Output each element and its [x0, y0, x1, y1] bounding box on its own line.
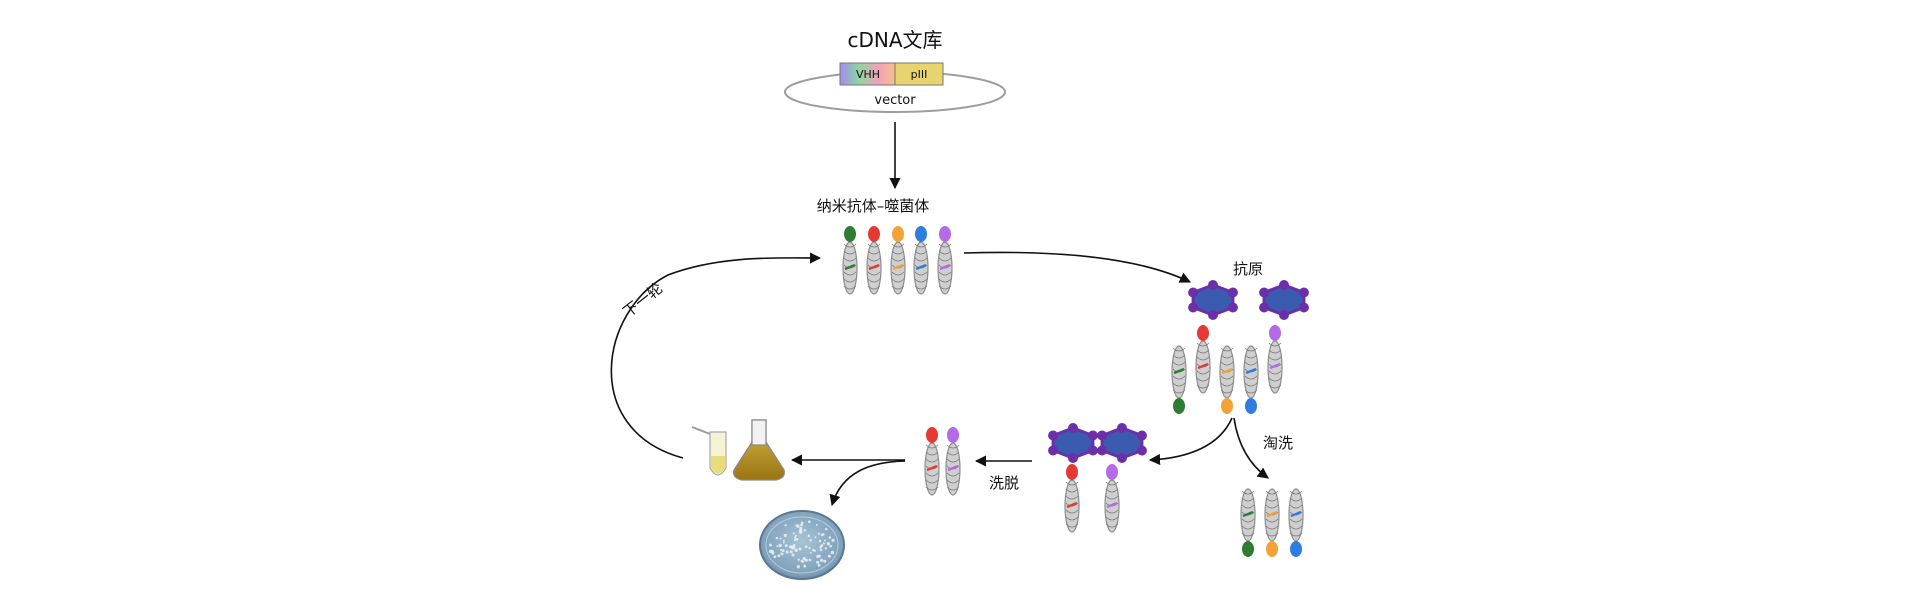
arrow-to-antigen — [963, 251, 1192, 283]
vhh-bead — [926, 427, 938, 443]
phage-icon — [890, 226, 906, 295]
arrow-to-plate — [829, 460, 906, 507]
vhh-bead — [1242, 541, 1254, 557]
petri-dish-icon — [759, 510, 845, 580]
vhh-bead — [1066, 464, 1078, 480]
phage-library — [842, 226, 953, 295]
vector-label: vector — [874, 93, 916, 108]
next-round-label: 下一轮 — [620, 279, 667, 321]
vhh-bead — [1106, 464, 1118, 480]
vhh-bead — [868, 226, 880, 242]
phage-icon — [866, 226, 882, 295]
vhh-bead — [844, 226, 856, 242]
elution-label: 洗脱 — [989, 474, 1019, 492]
antigen-label: 抗原 — [1233, 260, 1263, 278]
phage-icon — [1267, 325, 1283, 394]
wash-label: 淘洗 — [1263, 434, 1293, 452]
flask-icon — [733, 419, 785, 481]
cdna-library: cDNA文库 VHH pIII vector — [784, 28, 1006, 113]
phage-icon — [1195, 325, 1211, 394]
arrow-next-round — [610, 252, 822, 459]
phage-icon — [937, 226, 953, 295]
nanobody-phage-label: 纳米抗体–噬菌体 — [817, 197, 930, 215]
plate-colonies — [768, 520, 835, 569]
vhh-label: VHH — [856, 68, 880, 81]
phage-icon — [1064, 464, 1080, 533]
phage-icon — [1288, 488, 1304, 557]
arrow-to-unbound — [1233, 417, 1269, 479]
phage-icon — [1240, 488, 1256, 557]
phage-icon — [1243, 345, 1259, 414]
vhh-bead — [915, 226, 927, 242]
piii-label: pIII — [911, 68, 928, 81]
antigen-icon — [1048, 423, 1098, 463]
vhh-bead — [1269, 325, 1281, 341]
library-title: cDNA文库 — [847, 28, 942, 52]
vhh-bead — [892, 226, 904, 242]
phage-icon — [1219, 345, 1235, 414]
arrow-to-bound — [1148, 417, 1233, 466]
vhh-bead — [1173, 398, 1185, 414]
vhh-bead — [1221, 398, 1233, 414]
vhh-bead — [1290, 541, 1302, 557]
phage-icon — [1264, 488, 1280, 557]
vhh-bead — [1245, 398, 1257, 414]
antigen-icon — [1259, 280, 1309, 320]
unbound-phage-group — [1240, 488, 1304, 557]
tube-icon — [691, 426, 727, 476]
phage-icon — [945, 427, 961, 496]
bound-phage-group — [1048, 423, 1147, 533]
phage-icon — [913, 226, 929, 295]
antigen-icon — [1097, 423, 1147, 463]
antigen-icon — [1188, 280, 1238, 320]
phage-icon — [1171, 345, 1187, 414]
vhh-bead — [947, 427, 959, 443]
vhh-bead — [1197, 325, 1209, 341]
eluted-phage-group — [924, 427, 961, 496]
piii-segment — [894, 62, 944, 86]
vhh-bead — [939, 226, 951, 242]
phage-icon — [842, 226, 858, 295]
vhh-bead — [1266, 541, 1278, 557]
phage-icon — [924, 427, 940, 496]
antigen-binding-group — [1171, 280, 1309, 414]
phage-icon — [1104, 464, 1120, 533]
